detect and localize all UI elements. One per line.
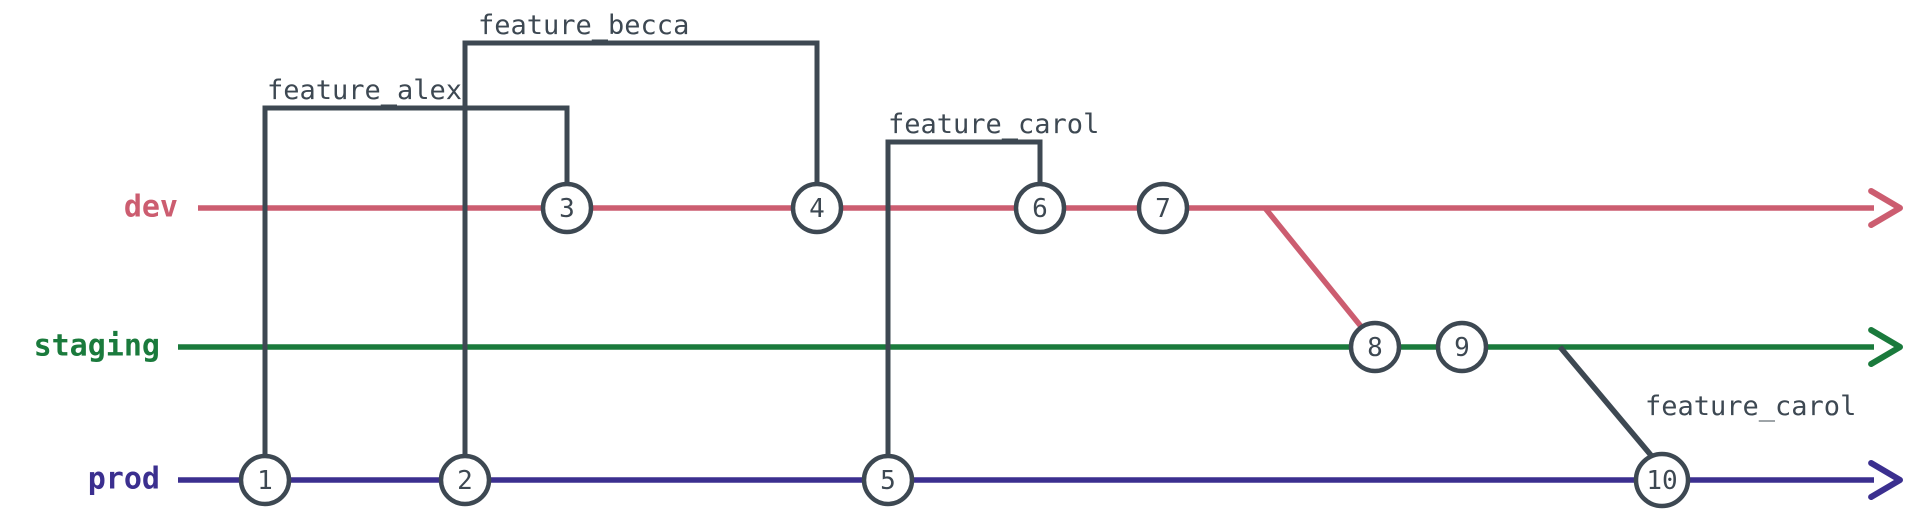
commit-node-7[interactable]: 7 [1136, 181, 1190, 235]
feature-path-becca [462, 40, 820, 480]
commit-label-7: 7 [1155, 194, 1171, 224]
arrowhead-dev [1868, 188, 1903, 228]
commit-node-6[interactable]: 6 [1013, 181, 1067, 235]
commit-circle-2[interactable] [438, 453, 492, 507]
commit-node-8[interactable]: 8 [1348, 320, 1402, 374]
arrowhead-prod [1868, 460, 1903, 500]
commit-circle-4[interactable] [790, 181, 844, 235]
commit-label-1: 1 [257, 466, 273, 496]
commit-node-5[interactable]: 5 [861, 453, 915, 507]
feature-name-labels: feature_alex feature_becca feature_carol… [267, 10, 1856, 422]
commit-label-3: 3 [559, 194, 575, 224]
commit-node-2[interactable]: 2 [438, 453, 492, 507]
commit-label-5: 5 [880, 466, 896, 496]
branch-name-labels: dev staging prod [34, 190, 178, 497]
merge-path-dev-to-staging [1262, 206, 1375, 342]
commit-nodes: 1 2 3 4 5 6 7 8 9 10 [238, 181, 1691, 509]
commit-circle-10[interactable] [1633, 451, 1691, 509]
branch-label-staging: staging [34, 329, 160, 364]
commit-circle-8[interactable] [1348, 320, 1402, 374]
feature-path-carol [885, 139, 1043, 480]
arrowhead-staging [1868, 327, 1903, 367]
merge-paths [1262, 206, 1658, 462]
feature-branch-paths [262, 40, 1043, 480]
branch-label-prod: prod [88, 462, 160, 497]
feature-label-becca: feature_becca [478, 10, 689, 41]
commit-circle-7[interactable] [1136, 181, 1190, 235]
commit-node-10[interactable]: 10 [1633, 451, 1691, 509]
commit-label-2: 2 [457, 466, 473, 496]
commit-node-4[interactable]: 4 [790, 181, 844, 235]
feature-label-carol-merge: feature_carol [1645, 391, 1856, 422]
commit-node-3[interactable]: 3 [540, 181, 594, 235]
commit-label-6: 6 [1032, 194, 1048, 224]
merge-path-staging-to-prod [1557, 345, 1658, 462]
commit-node-1[interactable]: 1 [238, 453, 292, 507]
feature-path-alex [262, 105, 570, 480]
commit-label-10: 10 [1646, 466, 1677, 496]
commit-circle-5[interactable] [861, 453, 915, 507]
branch-label-dev: dev [124, 190, 178, 225]
commit-circle-6[interactable] [1013, 181, 1067, 235]
commit-circle-3[interactable] [540, 181, 594, 235]
commit-label-8: 8 [1367, 333, 1383, 363]
feature-label-alex: feature_alex [267, 75, 462, 106]
branch-lines [178, 205, 1874, 483]
commit-label-4: 4 [809, 194, 825, 224]
commit-node-9[interactable]: 9 [1435, 320, 1489, 374]
branch-arrowheads [1868, 188, 1903, 500]
commit-circle-9[interactable] [1435, 320, 1489, 374]
commit-label-9: 9 [1454, 333, 1470, 363]
feature-label-carol: feature_carol [888, 109, 1099, 140]
commit-circle-1[interactable] [238, 453, 292, 507]
